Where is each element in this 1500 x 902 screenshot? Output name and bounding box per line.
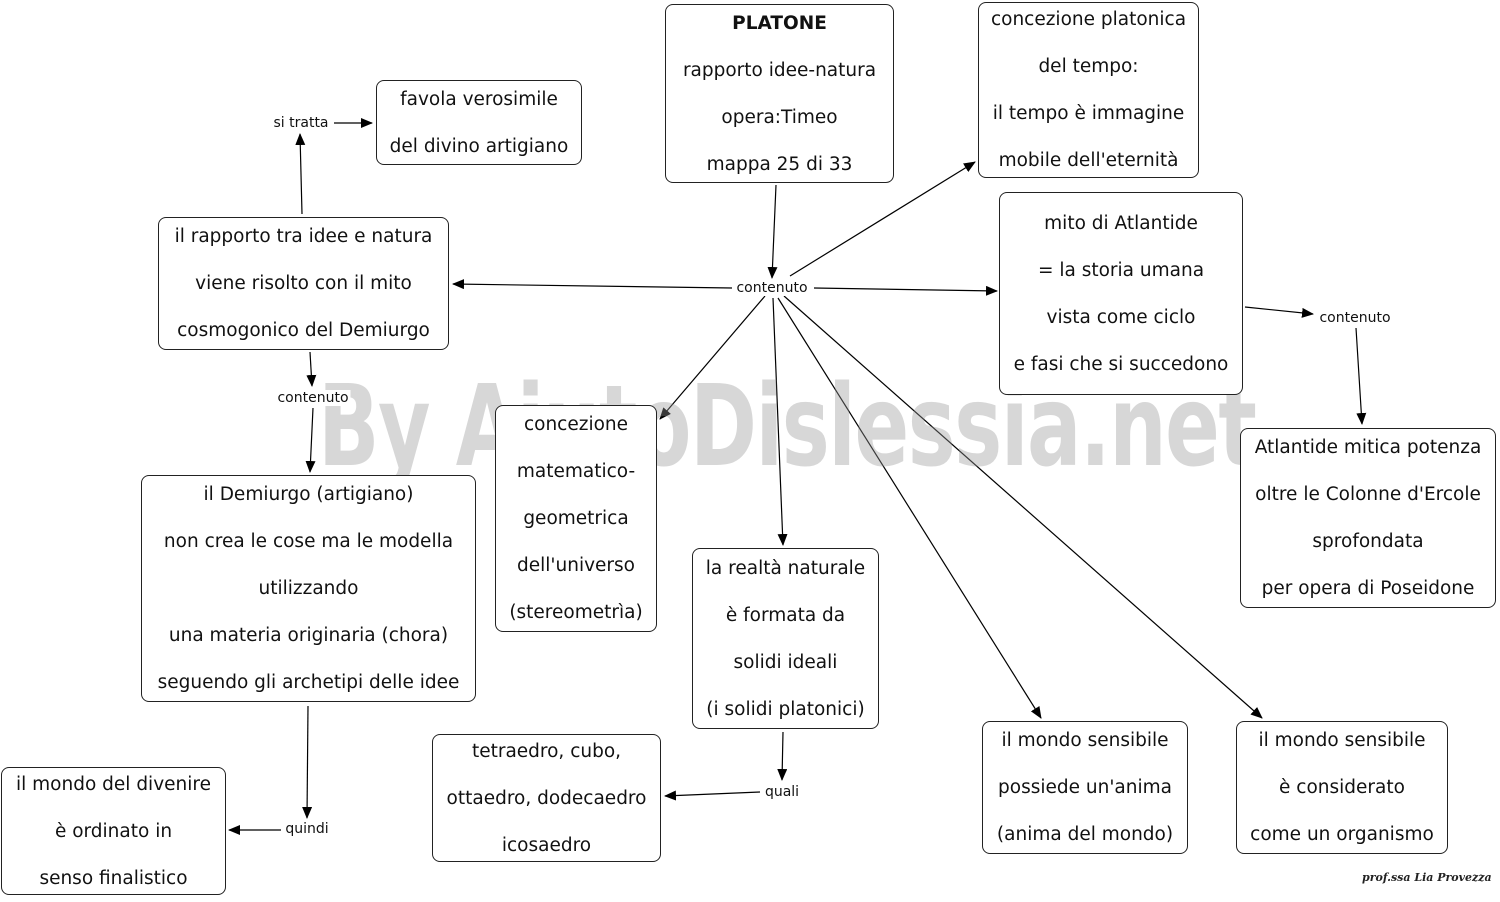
node-text-line: possiede un'anima [998, 777, 1172, 798]
node-text-line: come un organismo [1250, 824, 1434, 845]
node-text-line: concezione platonica [990, 9, 1187, 30]
node-rapporto: il rapporto tra idee e natura viene risol… [158, 217, 449, 350]
node-text-line: icosaedro [501, 834, 592, 856]
node-text-line: ottaedro, dodecaedro [446, 787, 647, 809]
node-text-line: viene risolto con il mito [195, 273, 412, 294]
node-text-line: vista come ciclo [1046, 306, 1196, 328]
node-atlantide-potenza: Atlantide mitica potenza oltre le Colonne… [1240, 428, 1496, 608]
node-text-line: mito di Atlantide [1044, 212, 1198, 234]
label-quindi: quindi [283, 821, 331, 837]
node-text-line: del tempo: [1038, 56, 1139, 77]
node-text-line: tetraedro, cubo, [471, 740, 622, 762]
node-text-line: è considerato [1279, 777, 1405, 798]
node-organismo: il mondo sensibile è considerato come un o… [1236, 721, 1448, 854]
arrow-contenuto-concezione [659, 295, 766, 420]
node-text-line: il rapporto tra idee e natura [174, 226, 433, 247]
arrow-contenuto-demiurgo [305, 407, 316, 473]
node-platone: PLATONE rapporto idee-natura opera:Timeo ma… [665, 4, 894, 183]
node-text-line: PLATONE [732, 12, 827, 34]
arrow-contenuto-organismo [783, 295, 1263, 719]
arrow-quali-solidi [664, 790, 761, 801]
node-text-line: la realtà naturale [705, 557, 866, 579]
node-text-line: il mondo sensibile [1258, 730, 1426, 751]
node-realta-naturale: la realtà naturale è formata da solidi ide… [692, 548, 879, 729]
node-text-line: è formata da [725, 604, 846, 626]
node-text-line: cosmogonico del Demiurgo [177, 320, 430, 341]
node-text-line: dell'universo [517, 555, 635, 576]
author-signature: prof.ssa Lia Provezza [1362, 871, 1492, 884]
label-contenuto-right: contenuto [1317, 310, 1393, 326]
node-text-line: oltre le Colonne d'Ercole [1255, 484, 1481, 505]
node-mondo-divenire: il mondo del divenire è ordinato in senso … [1, 767, 226, 895]
arrow-rapporto-sitratta [295, 133, 306, 215]
node-text-line: (stereometrìa) [509, 602, 643, 623]
node-text-line: il mondo del divenire [16, 773, 211, 795]
node-text-line: sprofondata [1312, 531, 1424, 552]
node-text-line: (anima del mondo) [996, 824, 1174, 845]
node-text-line: seguendo gli archetipi delle idee [157, 672, 460, 693]
arrow-platone-contenuto [767, 184, 778, 279]
node-text-line: del divino artigiano [389, 135, 569, 157]
node-text-line: è ordinato in [54, 820, 173, 842]
node-demiurgo: il Demiurgo (artigiano) non crea le cose … [141, 475, 476, 702]
node-atlantide-mito: mito di Atlantide = la storia umana vista … [999, 192, 1243, 395]
node-text-line: opera:Timeo [721, 106, 838, 128]
node-text-line: senso finalistico [39, 867, 188, 889]
node-text-line: concezione [523, 414, 629, 435]
arrow-rapporto-contenuto [306, 351, 317, 387]
node-text-line: matematico- [516, 461, 636, 482]
node-text-line: mappa 25 di 33 [706, 153, 853, 175]
node-text-line: rapporto idee-natura [682, 59, 877, 81]
label-contenuto-left: contenuto [275, 390, 351, 406]
arrow-contenuto-realta [772, 297, 788, 546]
node-text-line: geometrica [523, 508, 629, 529]
arrow-contenuto-rapporto [452, 279, 733, 290]
arrow-contenuto-potenza [1355, 327, 1367, 425]
node-text-line: solidi ideali [733, 651, 838, 673]
node-text-line: mobile dell'eternità [998, 150, 1179, 171]
arrow-contenuto-atlantide [813, 285, 998, 296]
node-text-line: utilizzando [258, 578, 359, 599]
node-solidi: tetraedro, cubo, ottaedro, dodecaedro icos… [432, 734, 661, 862]
arrow-contenuto-tempo [789, 161, 976, 277]
node-text-line: il mondo sensibile [1001, 730, 1169, 751]
arrow-realta-quali [777, 731, 788, 781]
node-concezione-matematica: concezione matematico-geometrica dell'univ… [495, 405, 657, 632]
node-text-line: il Demiurgo (artigiano) [203, 484, 414, 505]
node-text-line: e fasi che si succedono [1013, 353, 1229, 375]
arrow-atlantide-contenuto [1244, 306, 1314, 318]
node-text-line: (i solidi platonici) [706, 698, 865, 720]
node-anima-mondo: il mondo sensibile possiede un'anima (anim… [982, 721, 1188, 854]
node-favola: favola verosimile del divino artigiano [376, 80, 582, 165]
label-contenuto-center: contenuto [734, 280, 810, 296]
node-text-line: non crea le cose ma le modella [163, 531, 454, 552]
node-text-line: una materia originaria (chora) [168, 625, 449, 646]
node-tempo: concezione platonica del tempo: il tempo è… [978, 2, 1199, 178]
node-text-line: Atlantide mitica potenza [1254, 437, 1482, 458]
node-text-line: il tempo è immagine [992, 103, 1185, 124]
arrow-demiurgo-quindi [302, 705, 313, 819]
node-text-line: = la storia umana [1037, 259, 1205, 281]
arrow-contenuto-anima [777, 297, 1042, 719]
label-quali: quali [762, 784, 802, 800]
node-text-line: favola verosimile [400, 88, 558, 110]
label-si-tratta: si tratta [271, 115, 331, 131]
node-text-line: per opera di Poseidone [1261, 578, 1475, 599]
